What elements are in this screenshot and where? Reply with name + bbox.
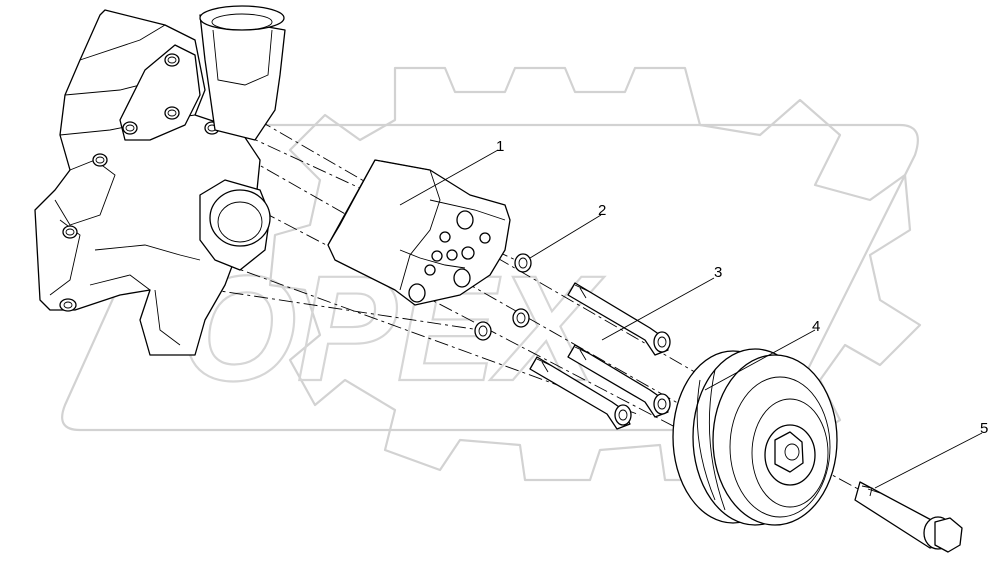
engine-front-housing <box>34 5 286 356</box>
callout-4: 4 <box>812 318 820 335</box>
cap-screw <box>529 356 632 430</box>
callouts: 1 2 3 4 5 <box>496 138 988 437</box>
washer <box>474 321 492 341</box>
cap-screw <box>567 344 671 418</box>
upper-mount-bracket <box>119 44 201 141</box>
washer <box>514 253 532 273</box>
leader-lines <box>399 149 983 489</box>
part-1-pulley-bracket <box>327 159 511 306</box>
pulley-nut <box>774 431 804 473</box>
cap-screw <box>567 282 671 356</box>
washer <box>512 308 530 328</box>
part-4-idler-pulley <box>672 348 838 526</box>
part-2-washers <box>474 253 532 341</box>
callout-5: 5 <box>980 420 988 437</box>
callout-3: 3 <box>714 264 722 281</box>
part-3-cap-screws <box>529 282 671 430</box>
callout-2: 2 <box>598 202 606 219</box>
housing-outline <box>34 9 261 356</box>
part-5-flange-bolt <box>854 481 963 553</box>
outlet-pipe <box>199 14 286 141</box>
callout-1: 1 <box>496 138 504 155</box>
